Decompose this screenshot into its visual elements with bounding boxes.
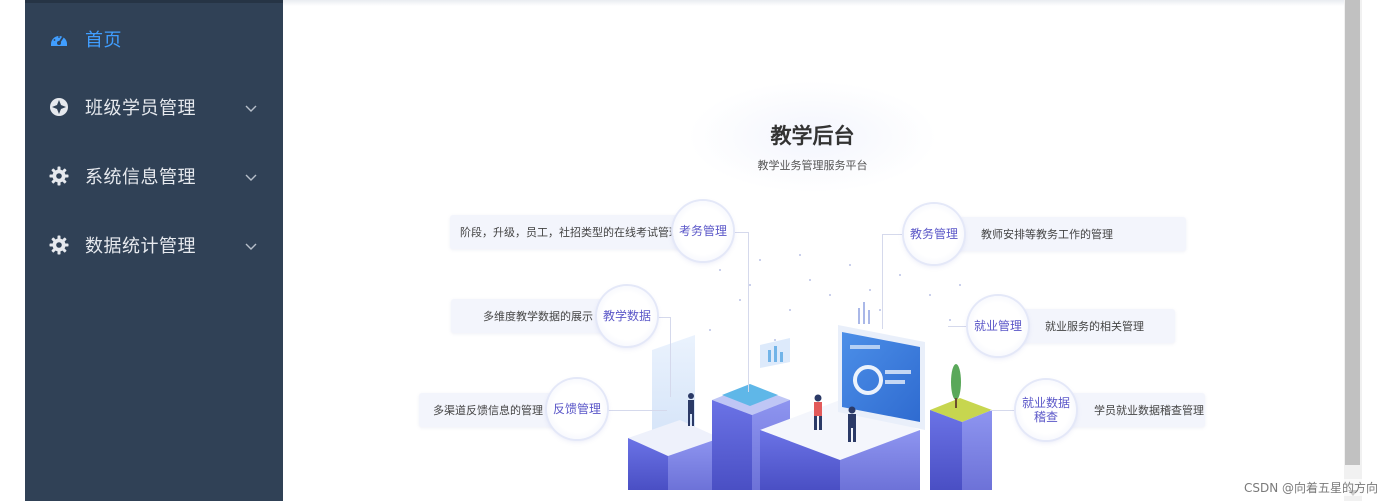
watermark: CSDN @向着五星的方向	[1240, 479, 1383, 496]
module-badge-employment-audit[interactable]: 就业数据稽查	[1016, 380, 1076, 440]
module-desc: 多渠道反馈信息的管理	[433, 404, 543, 417]
connector-line	[882, 234, 902, 235]
module-badge-teaching-data[interactable]: 教学数据	[597, 286, 657, 346]
vertical-scrollbar[interactable]	[1344, 0, 1362, 501]
connector-line	[670, 317, 671, 397]
module-name: 就业管理	[974, 319, 1023, 333]
gear-icon	[49, 235, 69, 255]
sidebar-item-data-stats[interactable]: 数据统计管理	[25, 217, 283, 273]
connector-line	[607, 410, 667, 411]
module-badge-feedback[interactable]: 反馈管理	[547, 379, 607, 439]
chevron-down-icon	[244, 100, 258, 114]
sidebar-item-label: 系统信息管理	[85, 167, 196, 188]
module-card-teaching-data[interactable]: 多维度教学数据的展示	[451, 299, 621, 333]
module-badge-exam[interactable]: 考务管理	[673, 201, 733, 261]
sidebar-item-label: 班级学员管理	[85, 98, 196, 119]
class-icon	[49, 97, 69, 117]
module-card-academic[interactable]: 教师安排等教务工作的管理	[930, 217, 1186, 251]
dashboard-icon	[49, 29, 69, 49]
module-name: 教学数据	[603, 309, 652, 323]
module-name: 就业数据稽查	[1022, 396, 1071, 424]
sidebar-item-label: 数据统计管理	[85, 236, 196, 257]
connector-line	[748, 232, 749, 392]
module-name: 考务管理	[679, 224, 728, 238]
sidebar-item-home[interactable]: 首页	[25, 11, 283, 67]
chevron-down-icon	[244, 238, 258, 252]
sidebar-item-system-info[interactable]: 系统信息管理	[25, 148, 283, 204]
connector-line	[948, 326, 968, 327]
module-desc: 教师安排等教务工作的管理	[981, 228, 1113, 241]
scrollbar-thumb[interactable]	[1345, 0, 1360, 465]
hero-illustration	[628, 254, 992, 490]
module-desc: 学员就业数据稽查管理	[1094, 404, 1204, 417]
sidebar: 首页 班级学员管理	[25, 0, 283, 501]
sidebar-top-border	[25, 0, 283, 3]
module-desc: 多维度教学数据的展示	[483, 310, 593, 323]
connector-line	[990, 410, 1015, 411]
hero-title: 教学后台	[770, 124, 855, 148]
connector-line	[733, 232, 749, 233]
module-card-feedback[interactable]: 多渠道反馈信息的管理	[419, 393, 569, 427]
hero-glow	[690, 82, 935, 192]
chevron-down-icon	[244, 169, 258, 183]
module-card-exam[interactable]: 阶段，升级，员工，社招类型的在线考试管理	[450, 215, 700, 249]
module-badge-academic[interactable]: 教务管理	[904, 204, 964, 264]
module-name: 反馈管理	[553, 402, 602, 416]
module-name: 教务管理	[910, 227, 959, 241]
hero-subtitle: 教学业务管理服务平台	[757, 159, 868, 172]
module-desc: 阶段，升级，员工，社招类型的在线考试管理	[460, 226, 680, 239]
connector-line	[882, 234, 883, 329]
gear-icon	[49, 166, 69, 186]
module-badge-employment[interactable]: 就业管理	[968, 296, 1028, 356]
connector-line	[657, 317, 671, 318]
sidebar-item-class-students[interactable]: 班级学员管理	[25, 79, 283, 135]
module-desc: 就业服务的相关管理	[1045, 320, 1144, 333]
header-shadow	[283, 0, 1344, 6]
sidebar-item-label: 首页	[85, 30, 122, 51]
